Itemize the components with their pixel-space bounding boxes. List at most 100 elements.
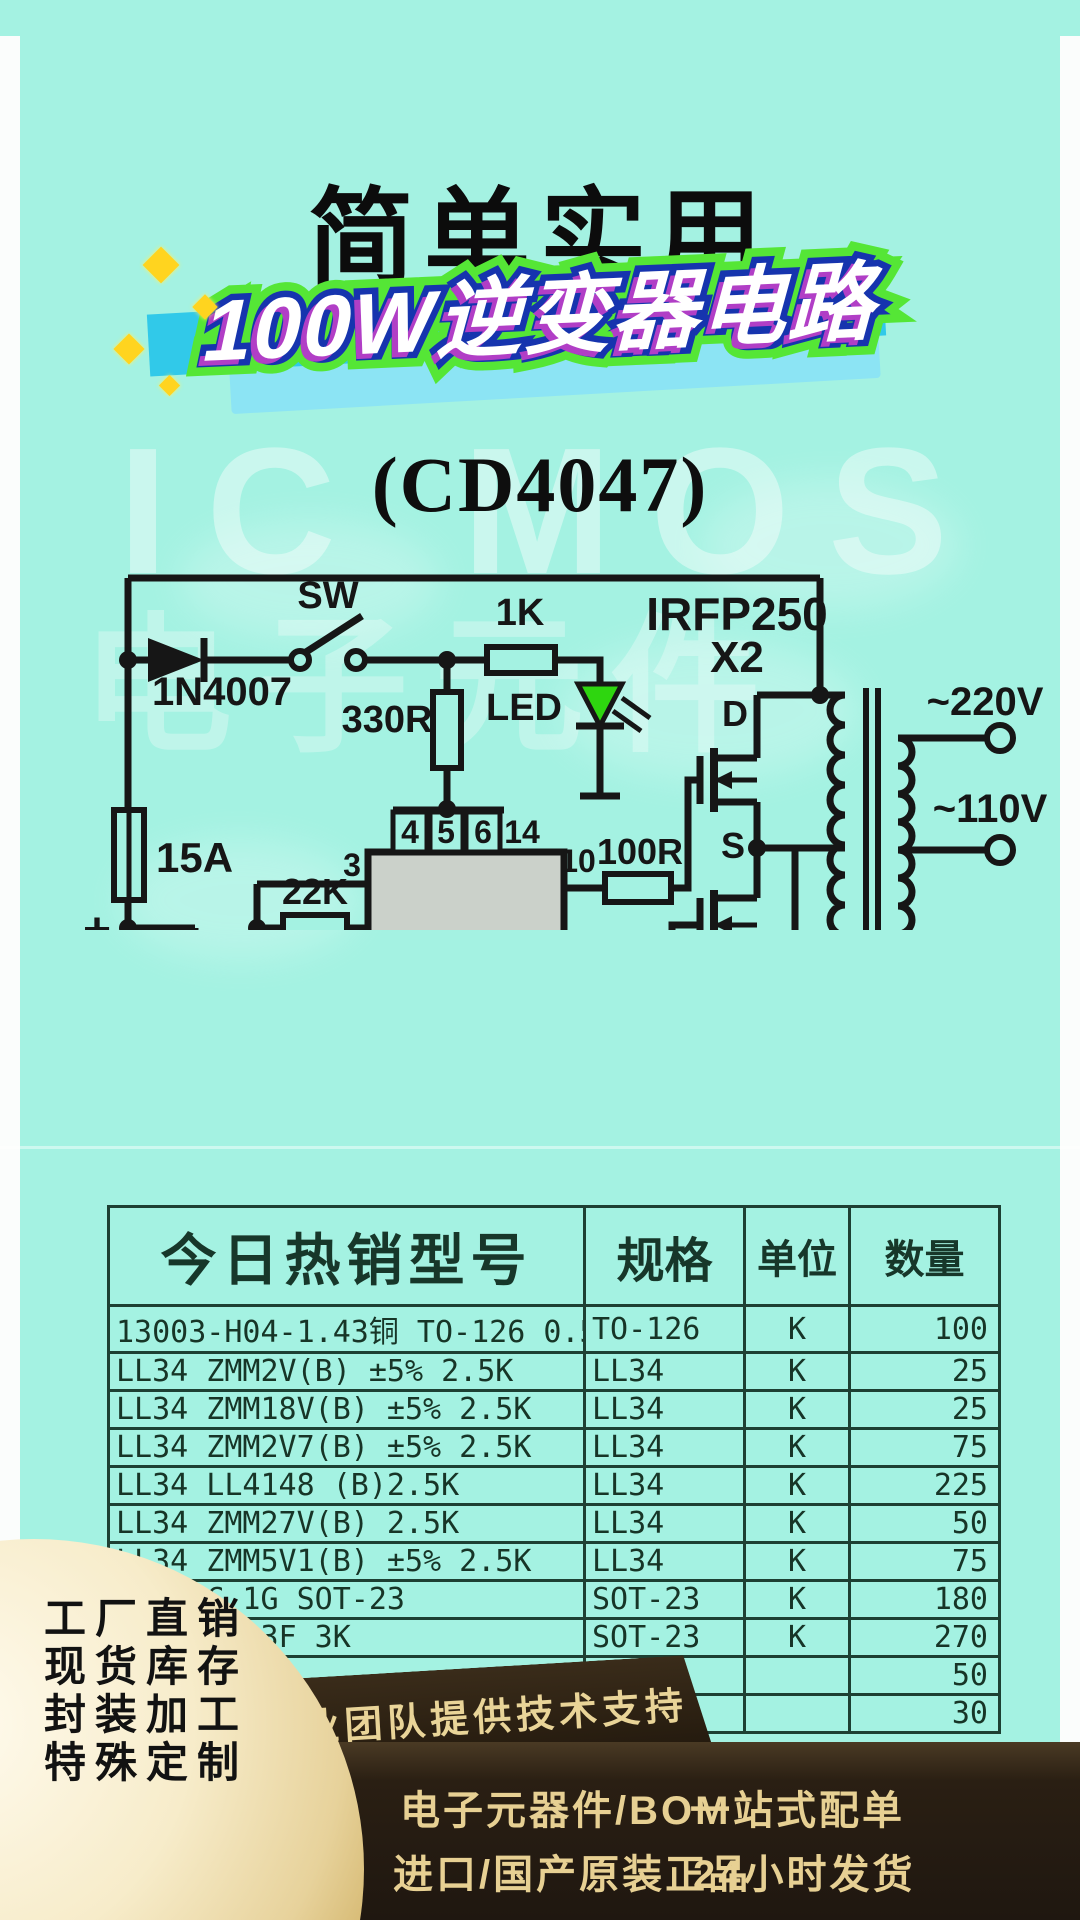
table-cell bbox=[743, 1655, 851, 1696]
service-item: 电子元器件/BOM bbox=[400, 1789, 732, 1833]
label-220v: ~220V bbox=[927, 680, 1044, 724]
table-cell: 13003-H04-1.43铜 TO-126 0.5K bbox=[107, 1304, 586, 1354]
frame-seam bbox=[0, 1146, 1080, 1149]
table-cell: LL34 LL4148 (B)2.5K bbox=[107, 1465, 586, 1506]
table-cell: LL34 ZMM2V(B) ±5% 2.5K bbox=[107, 1351, 586, 1392]
resistor-330r bbox=[430, 689, 464, 771]
table-cell: K bbox=[743, 1579, 851, 1620]
table-cell: 180 bbox=[848, 1579, 1001, 1620]
svg-text:4: 4 bbox=[401, 814, 419, 850]
table-header-row: 今日热销型号 规格 单位 数量 bbox=[107, 1205, 1001, 1307]
title-subtitle: (CD4047) bbox=[371, 441, 709, 528]
col-header-spec: 规格 bbox=[583, 1205, 746, 1307]
label-100r-top: 100R bbox=[597, 831, 683, 872]
badge-line: 封装加工 bbox=[44, 1691, 249, 1738]
table-cell: LL34 bbox=[583, 1503, 746, 1544]
badge-line: 现货库存 bbox=[44, 1643, 249, 1690]
table-cell: 50 bbox=[848, 1655, 1001, 1696]
table-cell: 25 bbox=[848, 1389, 1001, 1430]
label-d-top: D bbox=[722, 693, 748, 734]
ic-cd4047 bbox=[364, 848, 568, 930]
label-x2: X2 bbox=[710, 633, 764, 682]
table-cell: K bbox=[743, 1617, 851, 1658]
table-cell: 270 bbox=[848, 1617, 1001, 1658]
col-header-qty: 数量 bbox=[848, 1205, 1001, 1307]
label-irfp250: IRFP250 bbox=[646, 588, 828, 640]
junction-dots bbox=[119, 651, 829, 930]
label-led: LED bbox=[486, 687, 562, 729]
mosfet-upper bbox=[696, 748, 757, 812]
svg-text:6: 6 bbox=[474, 814, 492, 850]
col-header-model: 今日热销型号 bbox=[107, 1205, 586, 1307]
gold-badge-lines: 工厂直销 现货库存 封装加工 特殊定制 bbox=[44, 1595, 248, 1787]
sparkle-icon bbox=[113, 333, 145, 365]
ic-pin-boxes bbox=[390, 809, 503, 855]
hot-parts-table: 今日热销型号 规格 单位 数量 13003-H04-1.43铜 TO-126 0… bbox=[107, 1205, 1001, 1734]
transformer bbox=[826, 688, 916, 930]
table-cell: LL34 bbox=[583, 1389, 746, 1430]
resistor-1k bbox=[484, 644, 558, 676]
diode-1n4007 bbox=[148, 638, 208, 682]
table-cell: K bbox=[743, 1427, 851, 1468]
label-1n4007: 1N4007 bbox=[152, 670, 292, 714]
label-15a: 15A bbox=[156, 834, 233, 881]
table-cell: SOT-23 bbox=[583, 1579, 746, 1620]
title-line1: 简单实用 bbox=[308, 180, 772, 298]
table-cell: 50 bbox=[848, 1503, 1001, 1544]
svg-text:5: 5 bbox=[437, 814, 455, 850]
svg-text:3: 3 bbox=[343, 847, 361, 883]
fuse-15a bbox=[111, 807, 147, 903]
table-cell: LL34 bbox=[583, 1541, 746, 1582]
left-edge-strip bbox=[0, 36, 20, 1566]
table-cell: 25 bbox=[848, 1351, 1001, 1392]
label-plus: + bbox=[83, 904, 111, 930]
table-cell: 100 bbox=[848, 1304, 1001, 1354]
table-cell: K bbox=[743, 1465, 851, 1506]
label-s: S bbox=[721, 825, 745, 866]
service-item: 一站式配单 bbox=[690, 1789, 905, 1833]
table-cell: LL34 ZMM5V1(B) ±5% 2.5K bbox=[107, 1541, 586, 1582]
table-cell: K bbox=[743, 1389, 851, 1430]
table-cell: K bbox=[743, 1351, 851, 1392]
table-cell: LL34 ZMM27V(B) 2.5K bbox=[107, 1503, 586, 1544]
table-cell: 30 bbox=[848, 1693, 1001, 1734]
table-cell: 225 bbox=[848, 1465, 1001, 1506]
service-item: 进口/国产原装正品 bbox=[393, 1853, 752, 1897]
table-cell: LL34 ZMM2V7(B) ±5% 2.5K bbox=[107, 1427, 586, 1468]
table-cell: LL34 bbox=[583, 1427, 746, 1468]
table-cell: SOT-23 bbox=[583, 1617, 746, 1658]
mosfet-lower bbox=[696, 890, 757, 930]
table-cell: TO-126 bbox=[583, 1304, 746, 1354]
resistor-100r-top bbox=[602, 871, 674, 905]
right-edge-strip bbox=[1060, 36, 1080, 1792]
cloud-blob bbox=[120, 840, 360, 960]
label-1k: 1K bbox=[496, 592, 545, 634]
table-cell bbox=[743, 1693, 851, 1734]
table-cell: LL34 ZMM18V(B) ±5% 2.5K bbox=[107, 1389, 586, 1430]
label-22k: 22K bbox=[282, 871, 348, 912]
pin-labels: 3 2 1 4 5 6 14 7 8 9 10 11 bbox=[343, 814, 596, 883]
output-terminals bbox=[984, 722, 1016, 866]
table-cell: LL34 bbox=[583, 1351, 746, 1392]
service-item: 24小时发货 bbox=[693, 1853, 916, 1897]
label-330r: 330R bbox=[342, 699, 433, 741]
table-cell: 75 bbox=[848, 1541, 1001, 1582]
watermark-text: 电子元件 bbox=[82, 602, 787, 770]
svg-text:10: 10 bbox=[560, 843, 596, 879]
cloud-blob bbox=[700, 480, 960, 610]
power-switch bbox=[288, 613, 368, 672]
resistor-22k bbox=[280, 912, 350, 930]
badge-line: 工厂直销 bbox=[44, 1595, 249, 1642]
circuit-schematic: SW 1N4007 1K 330R LED 15A 22K CD4047 0.2… bbox=[83, 574, 1048, 930]
table-cell: K bbox=[743, 1541, 851, 1582]
sparkle-icon bbox=[158, 374, 181, 397]
